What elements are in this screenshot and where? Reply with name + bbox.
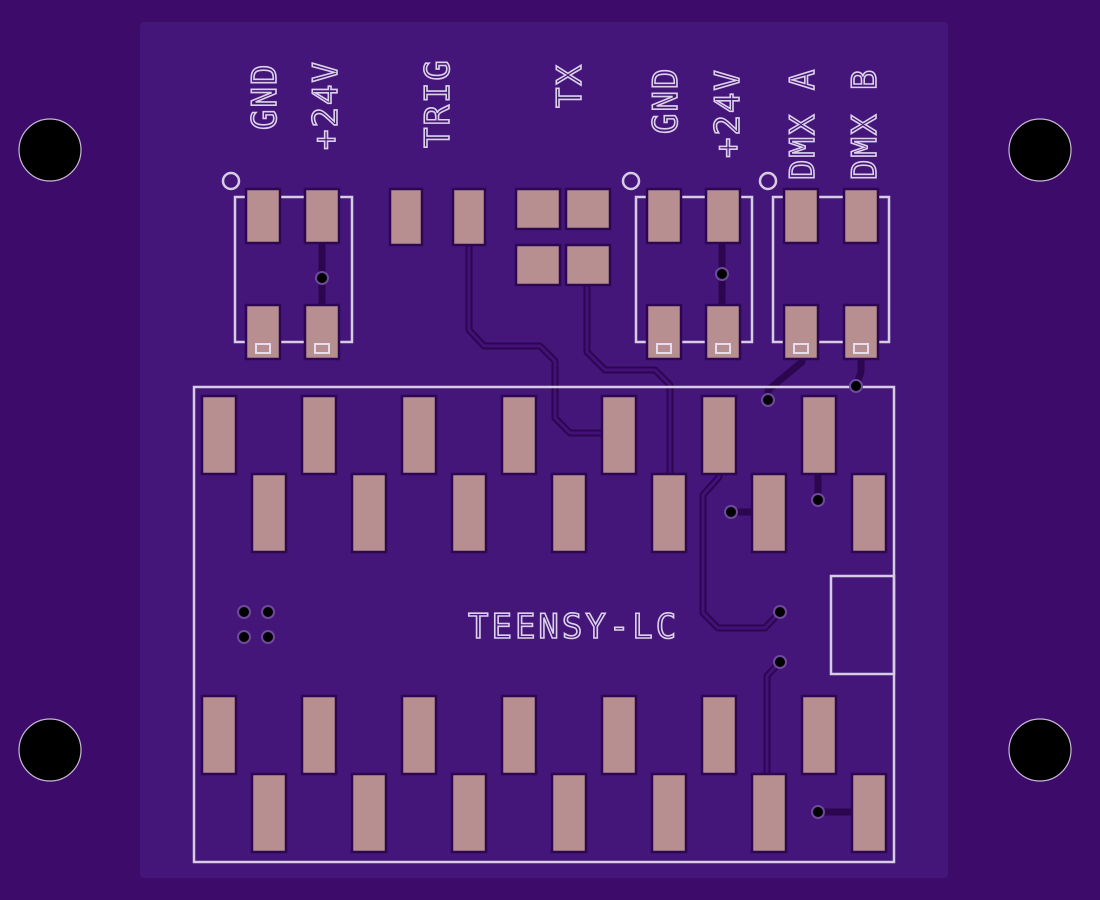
pad-tick — [715, 343, 731, 354]
pad-tick — [314, 343, 330, 354]
label-24v-1: +24V — [306, 60, 346, 150]
via — [773, 655, 787, 669]
pad — [300, 394, 338, 476]
via — [261, 605, 275, 619]
connector-outline-power-1 — [233, 195, 354, 344]
via — [811, 493, 825, 507]
pad — [800, 394, 838, 476]
pad-tick — [853, 343, 869, 354]
pad — [400, 394, 438, 476]
pad — [500, 694, 538, 776]
label-24v-2: +24V — [708, 68, 748, 158]
pin1-marker-1 — [221, 171, 241, 191]
via — [811, 805, 825, 819]
via — [715, 267, 729, 281]
pad-tick — [656, 343, 672, 354]
pad — [850, 472, 888, 554]
mounting-hole-top-left — [18, 118, 82, 182]
module-label: TEENSY-LC — [468, 607, 679, 647]
pad — [704, 187, 742, 245]
via — [849, 379, 863, 393]
pad-tick — [255, 343, 271, 354]
pad — [700, 694, 738, 776]
pad-ticks — [255, 343, 869, 354]
pad — [514, 243, 562, 287]
pad — [564, 187, 612, 231]
mounting-hole-top-right — [1008, 118, 1072, 182]
pad — [700, 394, 738, 476]
pad — [800, 694, 838, 776]
pad — [550, 472, 588, 554]
connector-labels: GND +24V TRIG TX GND +24V DMX A DMX B — [244, 57, 886, 180]
label-tx: TX — [550, 63, 590, 108]
label-trig: TRIG — [418, 58, 458, 148]
label-gnd-2: GND — [646, 67, 686, 134]
pin1-marker-3 — [758, 171, 778, 191]
vias — [237, 267, 863, 819]
pad — [750, 472, 788, 554]
label-dmx-a: DMX A — [783, 68, 823, 180]
pad — [350, 472, 388, 554]
pad — [550, 772, 588, 854]
board-inner — [140, 22, 948, 878]
silkscreen — [192, 171, 896, 864]
via — [773, 605, 787, 619]
pad — [303, 303, 341, 361]
via — [237, 605, 251, 619]
pad — [842, 187, 880, 245]
pin1-marker-2 — [621, 171, 641, 191]
pad — [645, 187, 683, 245]
pad — [500, 394, 538, 476]
via — [761, 393, 775, 407]
label-dmx-b: DMX B — [845, 68, 885, 180]
via — [724, 505, 738, 519]
trace-trig-inner — [467, 238, 620, 435]
pad — [704, 303, 742, 361]
pads — [200, 187, 888, 854]
pad — [600, 394, 638, 476]
teensy-usb-outline — [829, 574, 896, 676]
pad — [244, 303, 282, 361]
via — [261, 630, 275, 644]
pad — [350, 772, 388, 854]
label-gnd-1: GND — [245, 63, 285, 130]
pad — [645, 303, 683, 361]
pad — [250, 472, 288, 554]
trace-tx-inner — [585, 263, 672, 514]
pad — [303, 187, 341, 245]
pad — [564, 243, 612, 287]
connector-outline-dmx — [771, 195, 891, 344]
via — [237, 630, 251, 644]
pad — [850, 772, 888, 854]
pad — [451, 187, 487, 247]
via — [315, 271, 329, 285]
pad — [600, 694, 638, 776]
pad — [200, 694, 238, 776]
pad — [300, 694, 338, 776]
pad — [650, 472, 688, 554]
pad — [650, 772, 688, 854]
mounting-hole-bottom-right — [1008, 718, 1072, 782]
pad — [388, 187, 424, 247]
pad — [450, 472, 488, 554]
mounting-hole-bottom-left — [18, 718, 82, 782]
pad — [842, 303, 880, 361]
pad — [400, 694, 438, 776]
pad — [450, 772, 488, 854]
pad-tick — [793, 343, 809, 354]
pad — [244, 187, 282, 245]
trace-to-via-1-inner — [701, 435, 782, 630]
pad — [200, 394, 238, 476]
pad — [782, 187, 820, 245]
pad — [750, 772, 788, 854]
connector-outline-power-2 — [634, 195, 754, 344]
pad — [514, 187, 562, 231]
pad — [250, 772, 288, 854]
pad — [782, 303, 820, 361]
